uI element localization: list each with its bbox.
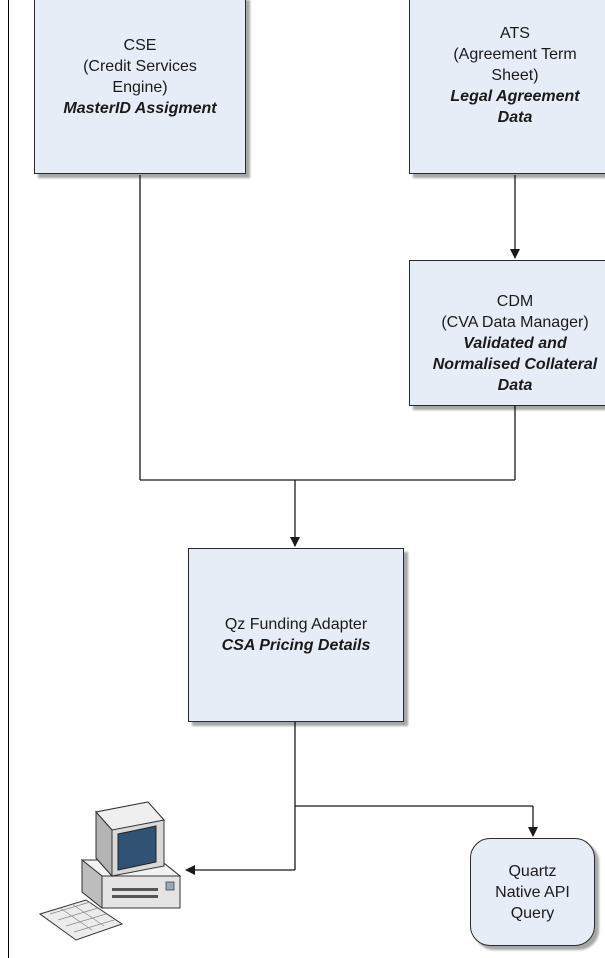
node-ats-bold-2: Data bbox=[497, 109, 533, 126]
node-quartz-line-2: Native API bbox=[495, 883, 570, 901]
node-cdm-bold-3: Data bbox=[497, 377, 533, 394]
node-quartz-line-1: Quartz bbox=[508, 862, 557, 880]
node-cse-bold-1: MasterID Assigment bbox=[63, 100, 217, 117]
node-cdm-line-2: (CVA Data Manager) bbox=[441, 314, 589, 331]
node-cdm-bold-1: Validated and bbox=[463, 335, 567, 352]
node-cdm-bold-2: Normalised Collateral bbox=[432, 356, 598, 373]
node-quartz-native-api: Quartz Native API Query bbox=[470, 838, 595, 946]
node-cdm: CDM (CVA Data Manager) Validated and Nor… bbox=[409, 260, 605, 406]
node-cse-line-2: (Credit Services bbox=[83, 58, 197, 75]
node-cse-line-3: Engine) bbox=[112, 79, 168, 96]
desktop-computer-icon bbox=[38, 801, 182, 941]
node-cdm-line-1: CDM bbox=[496, 293, 534, 310]
page-border bbox=[8, 0, 9, 958]
node-qz-line-1: Qz Funding Adapter bbox=[224, 616, 368, 633]
node-cse: CSE (Credit Services Engine) MasterID As… bbox=[34, 0, 246, 174]
node-qz-funding-adapter: Qz Funding Adapter CSA Pricing Details bbox=[188, 548, 404, 722]
node-quartz-line-3: Query bbox=[510, 904, 555, 922]
node-ats-line-2: (Agreement Term bbox=[453, 46, 577, 63]
node-qz-bold-1: CSA Pricing Details bbox=[221, 637, 371, 654]
node-ats: ATS (Agreement Term Sheet) Legal Agreeme… bbox=[409, 0, 605, 174]
node-ats-line-1: ATS bbox=[500, 25, 530, 42]
node-ats-bold-1: Legal Agreement bbox=[450, 88, 580, 105]
node-cse-line-1: CSE bbox=[123, 37, 157, 54]
node-ats-line-3: Sheet) bbox=[491, 67, 539, 84]
